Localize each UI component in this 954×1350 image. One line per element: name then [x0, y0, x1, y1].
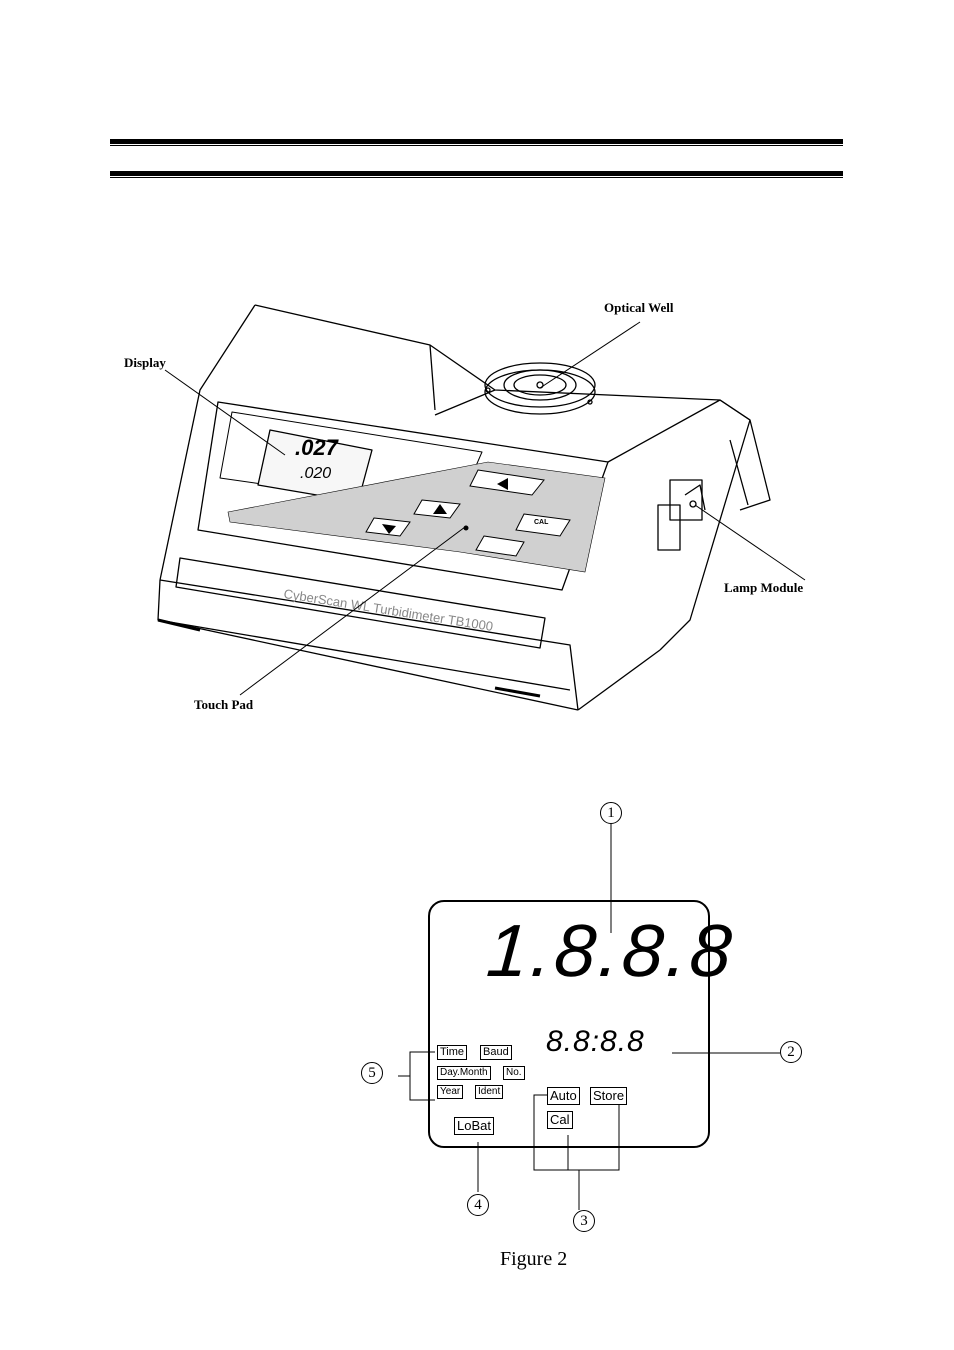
- callout-number-5: 5: [361, 1062, 383, 1084]
- callout-number-3: 3: [573, 1210, 595, 1232]
- callout-optical-well: Optical Well: [604, 300, 673, 316]
- figure2-leader-lines: [350, 790, 820, 1250]
- figure-caption: Figure 2: [500, 1248, 567, 1271]
- callout-lamp-module: Lamp Module: [724, 580, 803, 596]
- callout-touch-pad: Touch Pad: [194, 697, 253, 713]
- callout-number-2: 2: [780, 1041, 802, 1063]
- lcd-layout-diagram: 1.8.8.8 8.8:8.8 Time Baud Day.Month No. …: [350, 790, 820, 1250]
- callout-number-4: 4: [467, 1194, 489, 1216]
- callout-number-1: 1: [600, 802, 622, 824]
- callout-display: Display: [124, 355, 166, 371]
